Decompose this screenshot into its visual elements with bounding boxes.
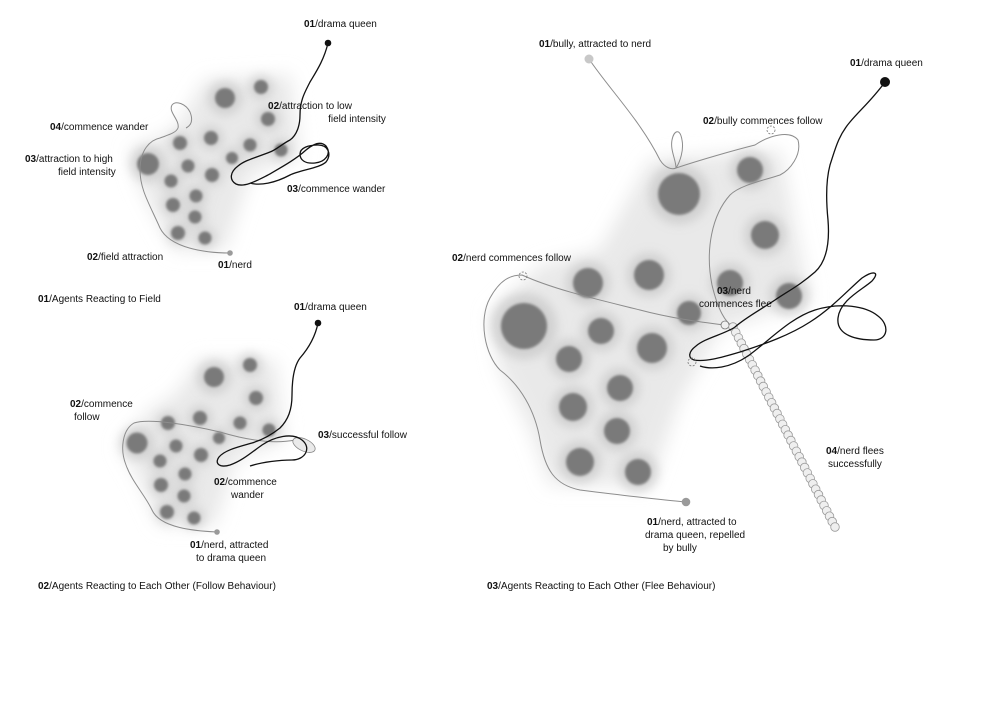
field-node xyxy=(188,406,212,430)
drama-queen-agent xyxy=(880,77,890,87)
panel-caption: 02/Agents Reacting to Each Other (Follow… xyxy=(38,581,276,592)
label-drama-queen: 01/drama queen xyxy=(850,58,923,69)
bully-trail xyxy=(588,58,800,329)
field-node xyxy=(130,146,166,182)
field-node xyxy=(150,474,172,496)
field-node xyxy=(270,139,292,161)
drama-queen-trail xyxy=(216,322,319,467)
field-node xyxy=(581,311,621,351)
field-node xyxy=(209,428,229,448)
field-node xyxy=(185,185,207,207)
nerd-flee-marker xyxy=(720,320,730,330)
field-node xyxy=(177,155,199,177)
flee-bead-chain xyxy=(728,322,840,532)
field-node xyxy=(120,426,154,460)
field-node xyxy=(183,507,205,529)
label-commence-wander-dq: 03/commence wander xyxy=(287,184,386,195)
field-node xyxy=(730,150,770,190)
field-node xyxy=(160,170,182,192)
flee-bead xyxy=(830,522,840,532)
field-node xyxy=(239,134,261,156)
bully-follow-marker xyxy=(766,125,776,135)
field-node xyxy=(600,368,640,408)
field-node xyxy=(156,501,178,523)
field-node xyxy=(201,164,223,186)
field-node xyxy=(249,75,273,99)
field-node xyxy=(627,253,671,297)
label-bully-follow: 02/bully commences follow xyxy=(703,116,823,127)
nerd-agent xyxy=(214,529,220,535)
field-node xyxy=(256,107,280,131)
field-node xyxy=(710,263,750,303)
field-node xyxy=(597,411,637,451)
field-node xyxy=(491,293,557,359)
field-node xyxy=(222,148,242,168)
field-nodes xyxy=(120,353,280,529)
field-node xyxy=(184,206,206,228)
field-node xyxy=(169,132,191,154)
panel-caption: 03/Agents Reacting to Each Other (Flee B… xyxy=(487,581,715,592)
label-commence-wander-nerd: 04/commence wander xyxy=(50,122,149,133)
nerd-trail xyxy=(139,102,231,254)
dq-wander-marker xyxy=(687,357,697,367)
field-node xyxy=(649,164,709,224)
label-drama-queen: 01/drama queen xyxy=(304,19,377,30)
field-node xyxy=(229,412,251,434)
field-node xyxy=(162,194,184,216)
label-bully: 01/bully, attracted to nerd xyxy=(539,39,651,50)
field-node xyxy=(238,353,262,377)
panel-agents-flee: 01/bully, attracted to nerd 01/drama que… xyxy=(452,39,923,592)
field-node xyxy=(190,444,212,466)
nerd-agent xyxy=(681,497,691,507)
field-node xyxy=(157,412,179,434)
field-node xyxy=(244,386,268,410)
nerd-agent xyxy=(227,250,233,256)
label-field-attraction: 02/field attraction xyxy=(87,252,163,263)
label-nerd-follow: 02/nerd commences follow xyxy=(452,253,572,264)
field-node xyxy=(194,227,216,249)
field-node xyxy=(559,441,601,483)
bully-agent xyxy=(584,54,594,64)
follow-beads xyxy=(292,437,316,453)
panel-caption: 01/Agents Reacting to Field xyxy=(38,294,161,305)
field-node xyxy=(552,386,594,428)
field-node xyxy=(174,463,196,485)
field-node xyxy=(149,450,171,472)
field-node xyxy=(618,452,658,492)
label-drama-queen: 01/drama queen xyxy=(294,302,367,313)
label-successful-follow: 03/successful follow xyxy=(318,430,408,441)
nerd-trail xyxy=(483,274,725,503)
drama-queen-agent xyxy=(324,39,332,47)
drama-queen-trail xyxy=(689,81,887,369)
field-node xyxy=(744,214,786,256)
field-nodes xyxy=(130,75,292,249)
label-nerd: 01/nerd xyxy=(218,260,252,271)
drama-queen-trail xyxy=(230,42,330,186)
field-node xyxy=(769,276,809,316)
field-node xyxy=(630,326,674,370)
field-node xyxy=(199,126,223,150)
field-node xyxy=(208,81,242,115)
field-node xyxy=(173,485,195,507)
field-node xyxy=(197,360,231,394)
field-node xyxy=(549,339,589,379)
field-node xyxy=(167,222,189,244)
field-node xyxy=(165,435,187,457)
nerd-follow-marker xyxy=(518,271,528,281)
field-node xyxy=(566,261,610,305)
drama-queen-agent xyxy=(314,319,322,327)
